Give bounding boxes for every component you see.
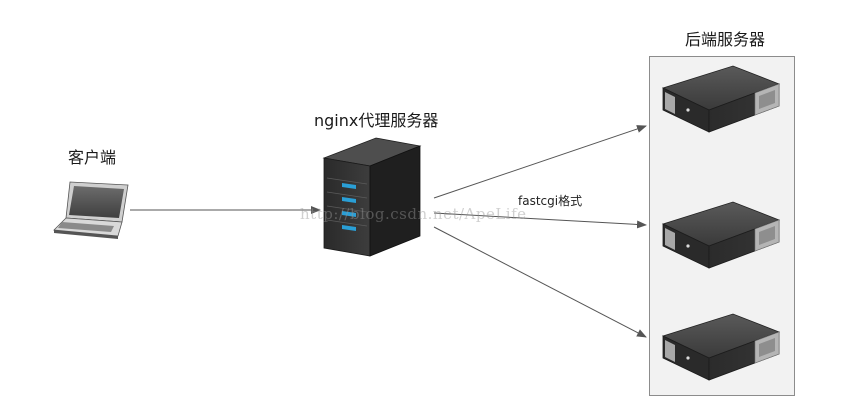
- proxy-to-server-3-arrow: [433, 226, 647, 338]
- backend-servers-label: 后端服务器: [685, 30, 766, 49]
- rack-server-icon: [662, 65, 780, 133]
- proxy-to-server-2-arrow: [433, 212, 647, 229]
- watermark: http://blog.csdn.net/ApeLife: [300, 205, 527, 223]
- laptop-icon: [53, 181, 129, 239]
- protocol-label: fastcgi格式: [518, 194, 583, 208]
- client-label: 客户端: [68, 148, 117, 167]
- rack-server-icon: [662, 201, 780, 269]
- proxy-server-label: nginx代理服务器: [314, 111, 439, 130]
- rack-server-icon: [662, 313, 780, 381]
- proxy-to-server-1-arrow: [433, 125, 647, 199]
- tower-server-icon: [322, 137, 422, 257]
